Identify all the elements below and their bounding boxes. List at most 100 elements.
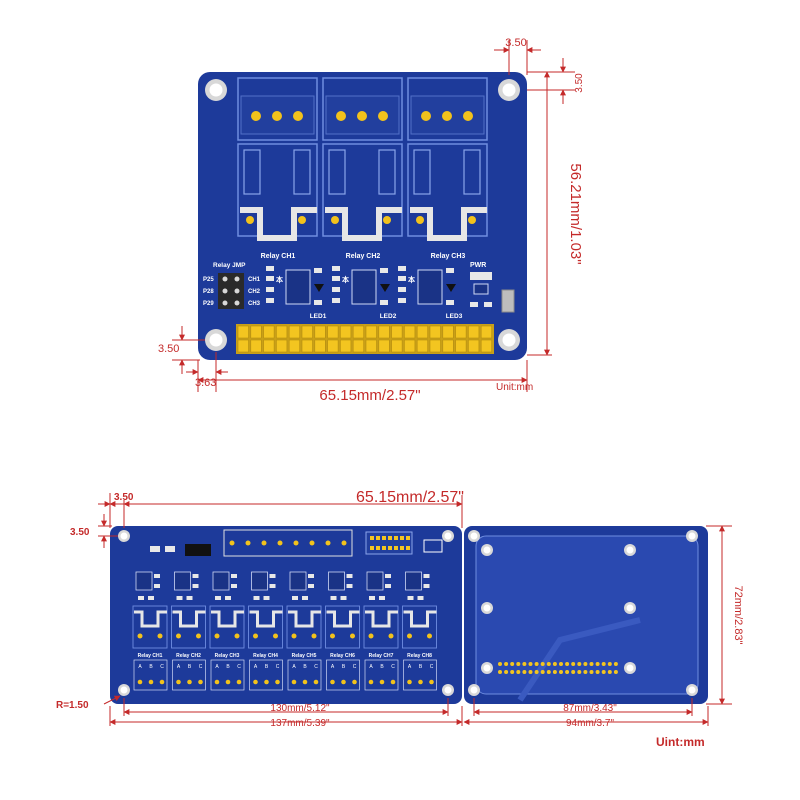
terminal-letter: C	[237, 664, 241, 670]
bottom-dim-width-left: 137mm/5.39"	[270, 718, 330, 729]
top-driver-circuit-3: 本 LED3	[398, 266, 463, 320]
gpio-pin	[327, 339, 339, 353]
pi-gpio-pin	[498, 662, 502, 666]
terminal-letter: B	[419, 664, 423, 670]
terminal-letter: A	[331, 664, 335, 670]
terminal-screw	[225, 679, 231, 685]
terminal-screw	[429, 679, 434, 685]
terminal-screw	[341, 679, 346, 685]
gpio-pin	[250, 339, 262, 353]
pi-gpio-pin	[516, 662, 521, 666]
terminal-letter: A	[177, 664, 181, 670]
gpio-pin	[468, 325, 480, 339]
top-relay-channel-1	[237, 77, 318, 241]
terminal-screw	[198, 679, 203, 685]
gpio-pin	[352, 325, 365, 339]
top-relay-label-2: Relay CH2	[346, 253, 381, 260]
pi-gpio-pin	[546, 670, 551, 674]
terminal-letter: A	[254, 664, 258, 670]
top-led-label-1: LED1	[310, 313, 327, 320]
terminal-letter: A	[215, 664, 219, 670]
jumper-ch-2: CH2	[248, 289, 261, 295]
pi-gpio-pin	[565, 662, 570, 666]
terminal-screw	[214, 679, 220, 685]
gpio-pin	[391, 339, 403, 353]
terminal-screw	[176, 679, 181, 685]
bottom-pi-gpio-header	[498, 662, 618, 674]
bottom-dim-hole-span-left: 130mm/5.12"	[270, 703, 330, 714]
pi-gpio-pin	[552, 662, 557, 666]
top-dim-unit: Unit:mm	[496, 382, 533, 393]
gpio-pin	[263, 339, 275, 353]
terminal-screw	[264, 679, 269, 685]
terminal-screw	[330, 679, 335, 685]
terminal-screw	[277, 540, 283, 546]
top-relay-channel-2	[322, 77, 403, 241]
pi-gpio-pin	[601, 662, 606, 666]
top-relay-label-3: Relay CH3	[431, 253, 466, 260]
top-relay-label-1: Relay CH1	[261, 253, 296, 260]
terminal-letter: B	[265, 664, 269, 670]
terminal-letter: C	[276, 664, 280, 670]
pi-gpio-pin	[516, 670, 521, 674]
pi-gpio-pin	[571, 662, 576, 666]
pi-gpio-pin	[613, 670, 618, 674]
pi-gpio-pin	[534, 670, 539, 674]
terminal-screw	[261, 540, 267, 546]
jumper-pin-3: P29	[203, 301, 214, 307]
pi-gpio-pin	[583, 670, 588, 674]
gpio-pin	[455, 325, 467, 339]
terminal-screw	[187, 679, 192, 685]
terminal-screw	[275, 679, 280, 685]
pi-gpio-pin	[613, 662, 618, 666]
terminal-screw	[325, 540, 331, 546]
relay-symbol-3: 本	[407, 275, 415, 284]
pi-gpio-pin	[504, 670, 509, 674]
terminal-letter: B	[226, 664, 230, 670]
gpio-pin	[378, 339, 390, 353]
terminal-letter: C	[160, 664, 164, 670]
terminal-screw	[352, 679, 357, 685]
terminal-letter: C	[353, 664, 357, 670]
pi-gpio-pin	[607, 670, 612, 674]
terminal-letter: A	[138, 664, 142, 670]
gpio-pin	[276, 325, 288, 339]
top-dim-hole-left: 3.63	[195, 377, 216, 389]
pi-gpio-pin	[522, 662, 527, 666]
bottom-dim-hole-span-right: 87mm/3.43"	[563, 703, 617, 714]
terminal-letter: A	[369, 664, 373, 670]
pi-gpio-pin	[534, 662, 539, 666]
gpio-pin	[314, 339, 326, 353]
bottom-relay-label-7: Relay CH7	[369, 653, 394, 659]
pi-gpio-pin	[504, 662, 509, 666]
terminal-screw	[341, 540, 347, 546]
top-led-label-3: LED3	[446, 313, 463, 320]
pi-gpio-pin	[559, 670, 563, 674]
jumper-ch-1: CH1	[248, 277, 261, 283]
jumper-pin-2: P28	[203, 289, 214, 295]
terminal-letter: B	[188, 664, 192, 670]
gpio-pin	[480, 325, 493, 339]
gpio-pin	[429, 325, 441, 339]
gpio-pin	[378, 325, 390, 339]
terminal-letter: A	[408, 664, 412, 670]
gpio-pin	[288, 325, 301, 339]
relay-jumper-block: Relay JMP P25 P28 P29 CH1 CH2 CH3	[203, 262, 261, 309]
gpio-pin	[288, 339, 301, 353]
terminal-letter: C	[314, 664, 318, 670]
bottom-pi-board	[464, 526, 708, 704]
gpio-pin	[301, 325, 313, 339]
gpio-pin	[404, 325, 416, 339]
terminal-screw	[236, 679, 242, 685]
top-led-label-2: LED2	[380, 313, 397, 320]
gpio-header	[236, 324, 494, 354]
gpio-pin	[365, 325, 377, 339]
top-dim-height: 56.21mm/1.03"	[567, 163, 584, 264]
terminal-screw	[291, 679, 297, 685]
bottom-dim-unit: Uint:mm	[656, 735, 705, 749]
